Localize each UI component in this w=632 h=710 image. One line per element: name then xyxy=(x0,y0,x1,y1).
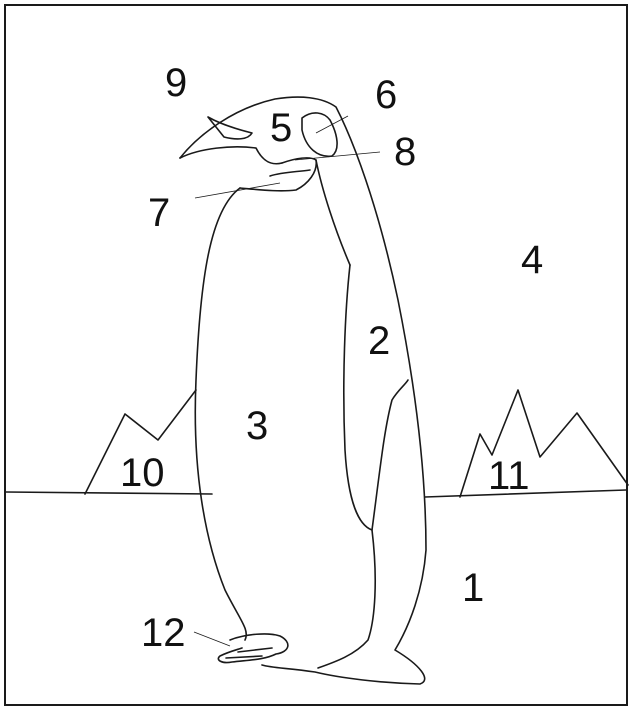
label-2: 2 xyxy=(368,319,390,363)
label-12: 12 xyxy=(141,611,186,655)
frame-border xyxy=(5,5,627,705)
label-7: 7 xyxy=(148,191,170,235)
label-8: 8 xyxy=(394,130,416,174)
label-9: 9 xyxy=(165,61,187,105)
label-10: 10 xyxy=(120,451,165,495)
label-6: 6 xyxy=(375,73,397,117)
label-4: 4 xyxy=(521,238,543,282)
label-1: 1 xyxy=(462,566,484,610)
label-5: 5 xyxy=(270,106,292,150)
label-11: 11 xyxy=(488,454,530,498)
label-3: 3 xyxy=(246,404,268,448)
